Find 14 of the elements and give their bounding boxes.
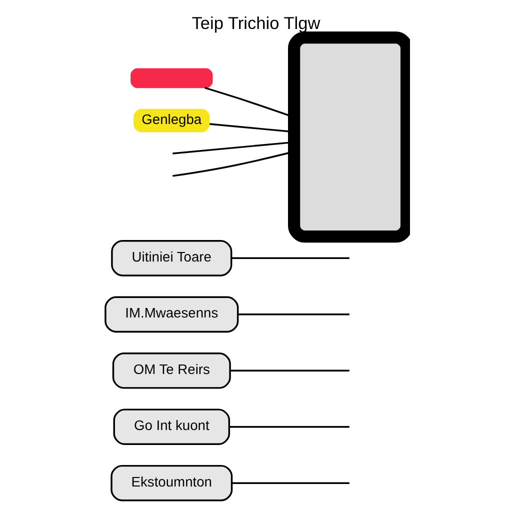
node-box: Uitiniei Toare [111,240,232,276]
node-box [288,32,410,243]
connector [232,482,350,484]
node-box: OM Te Reirs [112,352,231,389]
connector [229,426,350,428]
node-box: Genlegba [134,108,210,132]
node-box: Ekstoumnton [110,464,233,502]
node-box: IM.Mwaesenns [104,296,239,333]
connector [231,257,350,260]
connector [238,314,350,316]
connector [230,370,350,372]
node-box: Go Int kuont [113,408,230,446]
node-bar [130,68,213,88]
diagram-title: Teip Trichio Tlgw [192,12,320,33]
